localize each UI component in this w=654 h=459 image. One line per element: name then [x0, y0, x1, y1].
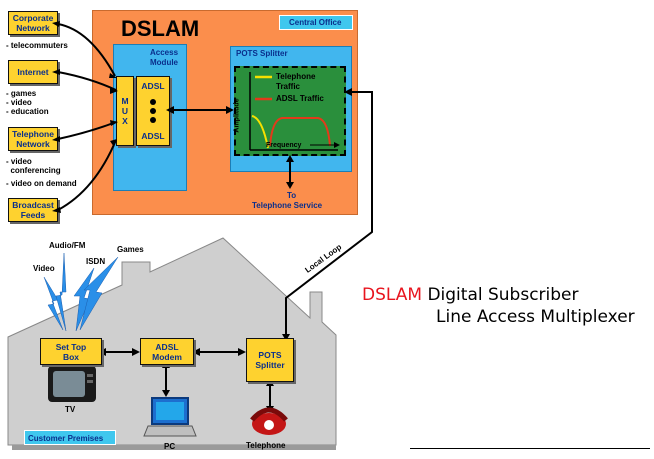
signal-audio-fm: Audio/FM [49, 241, 86, 250]
adsl-card-label-top: ADSL [141, 81, 165, 91]
mux-block: M U X [116, 76, 134, 146]
access-module-label-1: Access [150, 48, 179, 57]
legend-adsl-traffic: ADSL Traffic [276, 94, 324, 103]
signal-games: Games [117, 245, 144, 254]
tv-label: TV [65, 405, 76, 414]
signal-isdn: ISDN [86, 257, 106, 266]
mux-letter-m: M [121, 96, 129, 106]
signal-video: Video [33, 264, 55, 273]
telephone-label: Telephone [246, 441, 286, 450]
adsl-card-label-bottom: ADSL [141, 131, 165, 141]
to-service-label-1: To [287, 191, 297, 200]
internet-note-2: - video [6, 98, 32, 107]
mux-letter-x: X [122, 116, 128, 126]
telephone-note-1: - video [6, 157, 32, 166]
legend-telephone-1: Telephone [276, 72, 316, 81]
to-service-label-2: Telephone Service [252, 201, 323, 210]
mux-letter-u: U [121, 106, 129, 116]
corporate-network-label-2: Network [16, 23, 50, 33]
adsl-dots [150, 99, 156, 123]
corporate-network-label-1: Corporate [12, 13, 54, 23]
adsl-modem-label-2: Modem [152, 351, 182, 362]
frequency-graph [234, 66, 346, 156]
set-top-box-label-1: Set Top [55, 341, 87, 352]
access-module-label-2: Module [150, 58, 178, 67]
telephone-network-label-1: Telephone [12, 129, 54, 139]
set-top-box-label-2: Box [62, 351, 80, 362]
corporate-note-1: - telecommuters [6, 41, 68, 50]
central-office-tag-label: Central Office [289, 18, 342, 27]
internet-box: Internet [8, 60, 58, 84]
pots-splitter-title: POTS Splitter [236, 49, 288, 58]
axis-amplitude: Amplitude [233, 98, 241, 133]
dslam-title: DSLAM [121, 16, 200, 41]
internet-note-1: - games [6, 89, 37, 98]
home-pots-splitter-label-1: POTS [258, 350, 282, 360]
telephone-note-2: conferencing [6, 166, 61, 175]
adsl-modem-label-1: ADSL [155, 341, 179, 352]
dslam-definition: DSLAM Digital Subscriber Line Access Mul… [362, 284, 635, 328]
pc-label: PC [164, 442, 176, 451]
telephone-network-label-2: Network [16, 139, 50, 149]
customer-premises-tag [24, 430, 116, 445]
internet-note-3: - education [6, 107, 49, 116]
customer-premises-label: Customer Premises [28, 434, 104, 443]
legend-telephone-2: Traffic [276, 82, 301, 91]
definition-line-2: Line Access Multiplexer [436, 307, 635, 327]
home-pots-splitter-label-2: Splitter [255, 360, 285, 370]
internet-label: Internet [17, 67, 49, 77]
axis-frequency: Frequency [266, 142, 302, 149]
telephone-note-3: - video on demand [6, 179, 77, 188]
footer-rule [410, 448, 650, 449]
broadcast-feeds-label-2: Feeds [20, 210, 46, 220]
central-office-tag [279, 15, 353, 30]
definition-acronym: DSLAM [362, 285, 423, 305]
broadcast-feeds-label-1: Broadcast [12, 200, 54, 210]
definition-line-1: Digital Subscriber [427, 285, 579, 305]
